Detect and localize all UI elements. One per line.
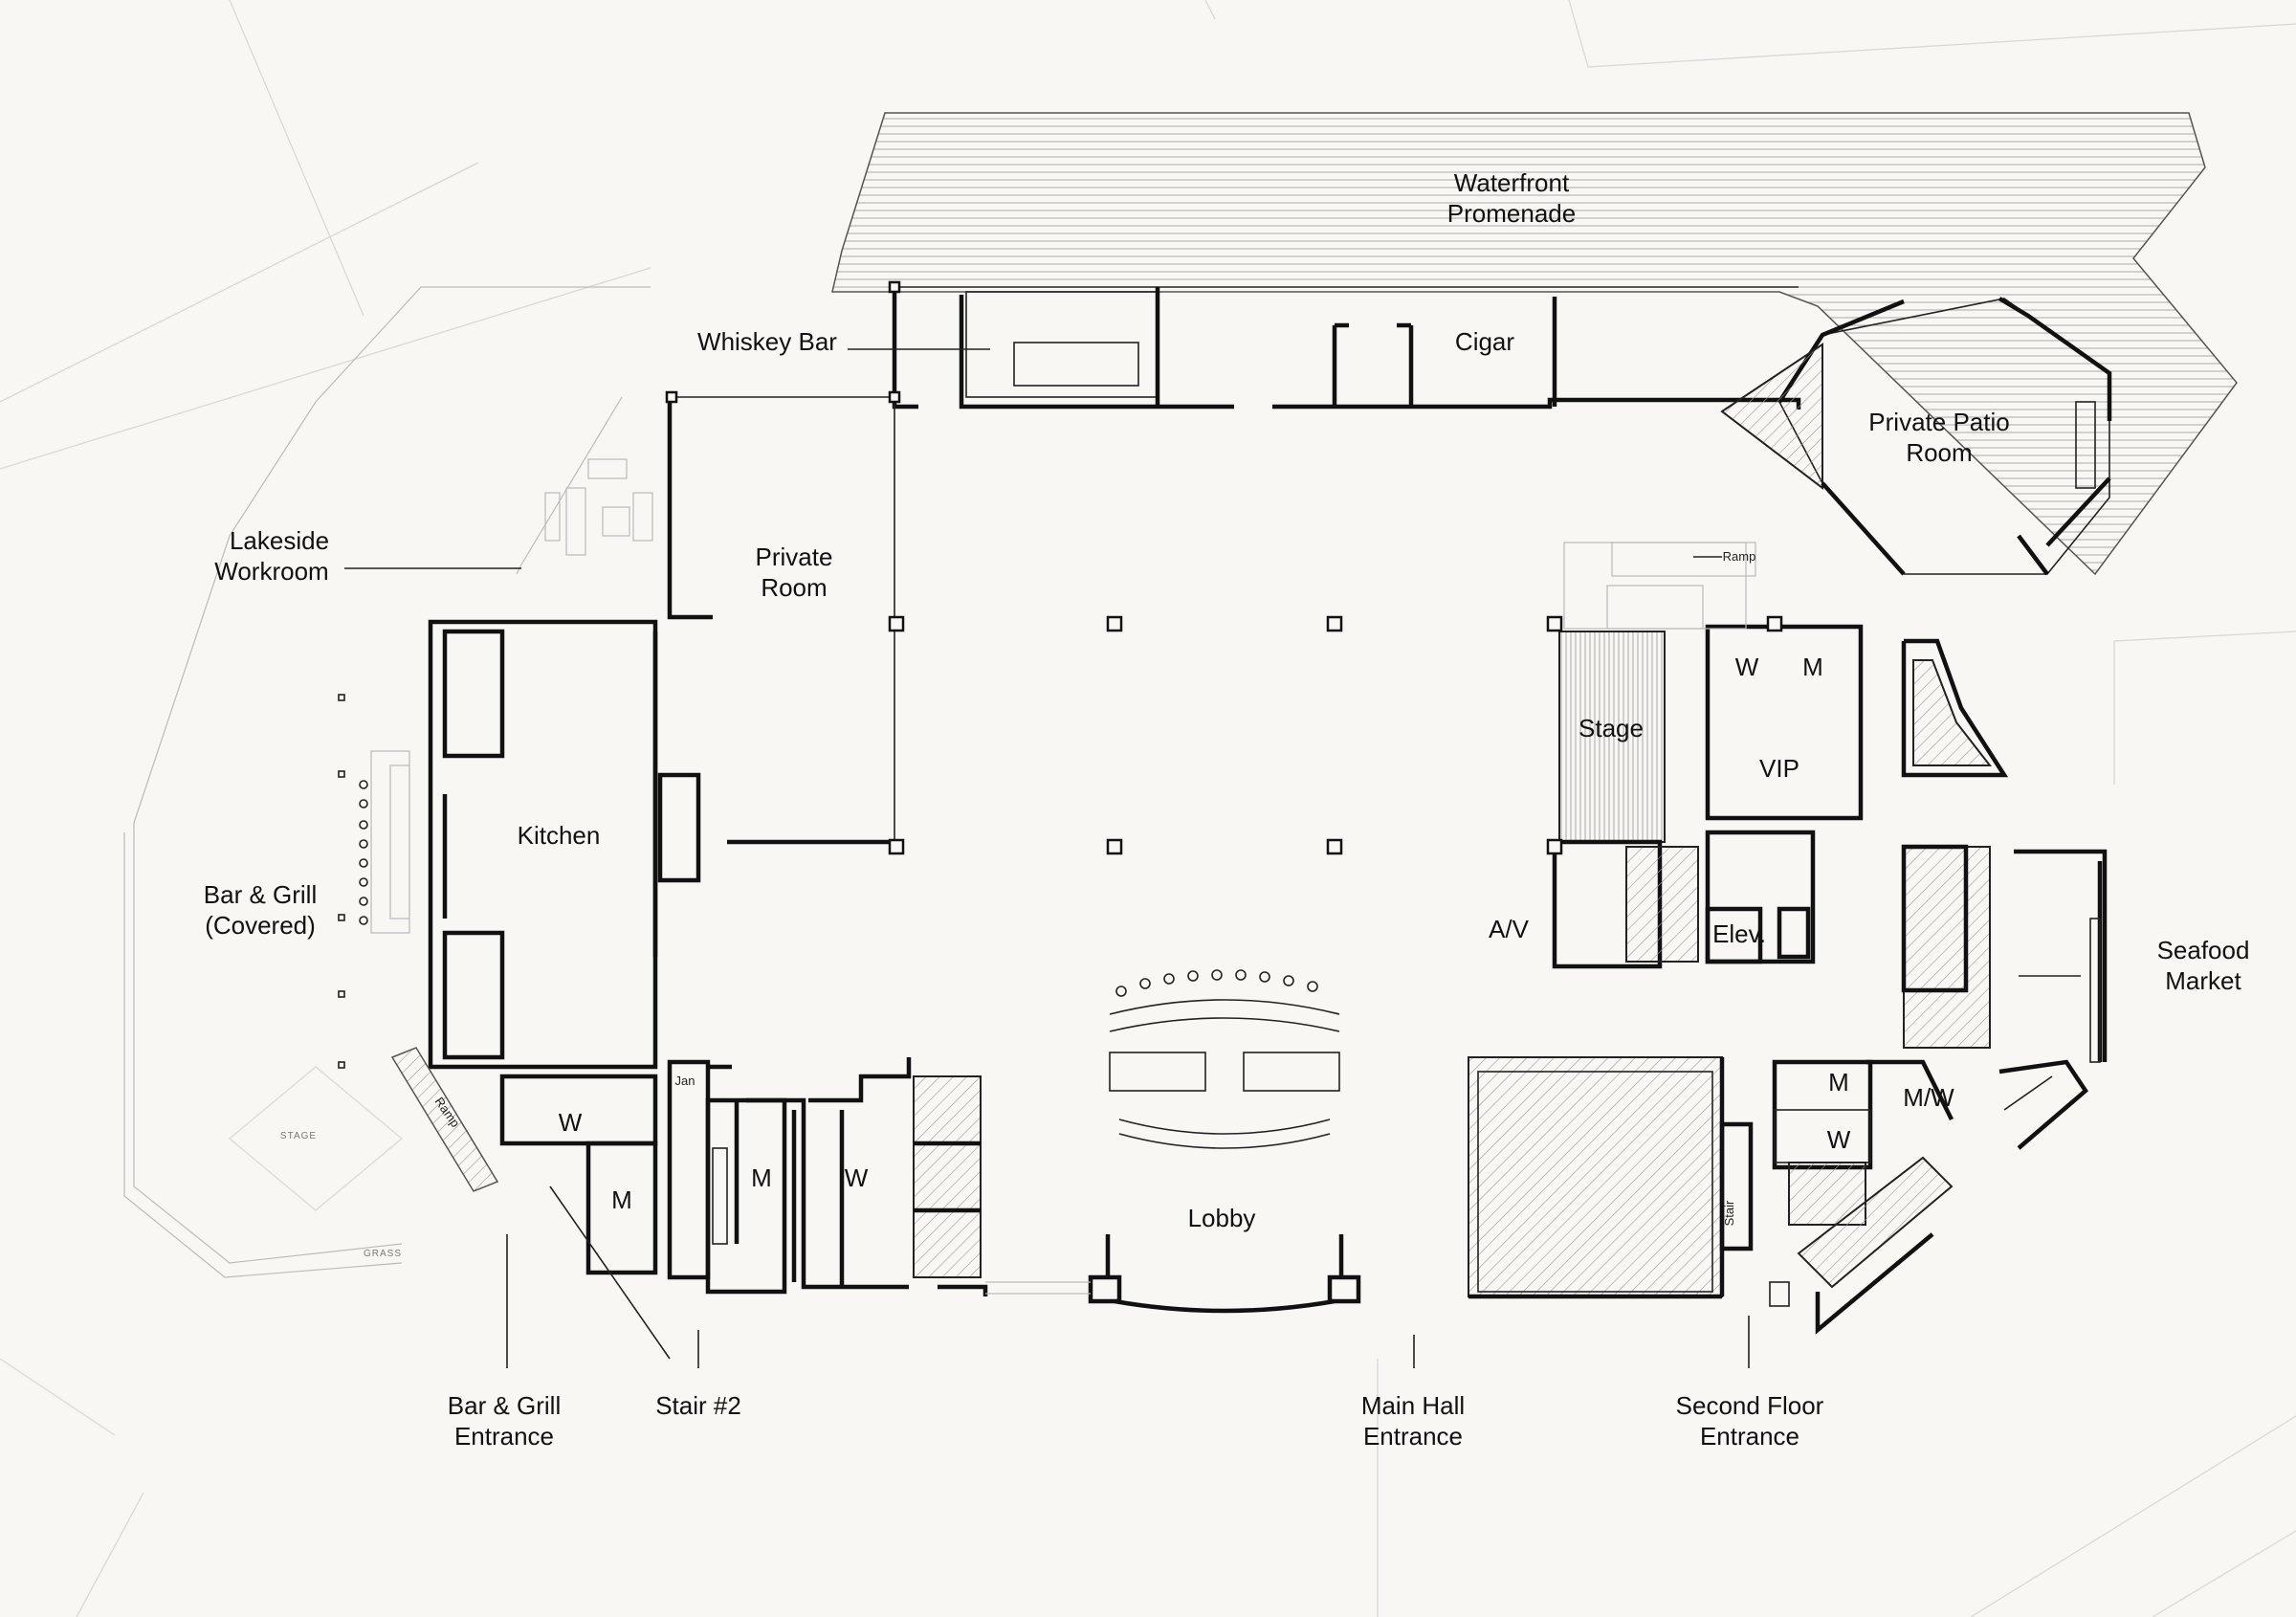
- jan-label: Jan: [675, 1074, 695, 1088]
- kitchen-label: Kitchen: [518, 821, 601, 850]
- structural-columns: [665, 280, 1783, 855]
- stair-small-label: Stair: [1722, 1200, 1736, 1226]
- waterfront-label-2: Promenade: [1447, 199, 1576, 228]
- m-left-label: M: [611, 1185, 632, 1214]
- seafood-market-label-2: Market: [2165, 966, 2241, 995]
- vip-label: VIP: [1759, 754, 1799, 783]
- mw-label: M/W: [1903, 1083, 1954, 1112]
- bar-grill-entrance-label-2: Entrance: [454, 1422, 554, 1451]
- cigar-label: Cigar: [1455, 327, 1514, 356]
- bar-grill-covered-label-1: Bar & Grill: [204, 880, 317, 909]
- stair2-entrance-label: Stair #2: [655, 1391, 741, 1420]
- stage-small-label: STAGE: [280, 1131, 317, 1141]
- lakeside-workroom-label-1: Lakeside: [230, 526, 329, 555]
- workroom-furniture: [544, 458, 653, 556]
- w-right-label: W: [1827, 1125, 1851, 1154]
- grill-bar-counter: [338, 694, 410, 1069]
- waterfront-label-1: Waterfront: [1454, 168, 1570, 197]
- left-ramp: [390, 1047, 499, 1192]
- bar-grill-covered-label-2: (Covered): [205, 911, 316, 940]
- elev-label: Elev.: [1712, 919, 1766, 948]
- room-labels: Waterfront Promenade Whiskey Bar Cigar P…: [204, 168, 2250, 1259]
- m-right-label: M: [1828, 1068, 1849, 1096]
- second-floor-entrance-label-1: Second Floor: [1676, 1391, 1824, 1420]
- main-hall-entrance-label-2: Entrance: [1363, 1422, 1463, 1451]
- ramp-small-label: Ramp: [1723, 549, 1756, 564]
- bar-grill-outline: [133, 286, 651, 1264]
- entrance-labels: Bar & Grill Entrance Stair #2 Main Hall …: [448, 1391, 1824, 1451]
- pointer-lines: [344, 348, 2081, 1368]
- whiskey-bar-label: Whiskey Bar: [697, 327, 837, 356]
- waterfront-deck: [831, 112, 2238, 576]
- w-center-label: W: [845, 1163, 869, 1192]
- av-label: A/V: [1489, 915, 1530, 943]
- lakeside-workroom-label-2: Workroom: [214, 557, 328, 586]
- private-patio-label-2: Room: [1906, 438, 1972, 467]
- private-room-label-2: Room: [761, 573, 827, 602]
- m-center-label: M: [751, 1163, 772, 1192]
- seafood-market-label-1: Seafood: [2157, 936, 2250, 964]
- lobby-seating: [1115, 969, 1318, 997]
- private-patio-label-1: Private Patio: [1868, 408, 2009, 436]
- main-hall-entrance-label-1: Main Hall: [1361, 1391, 1465, 1420]
- w-top-label: W: [1735, 653, 1759, 681]
- m-top-label: M: [1802, 653, 1823, 681]
- grass-label: GRASS: [364, 1249, 402, 1259]
- private-room-label-1: Private: [756, 543, 833, 571]
- w-left-label: W: [559, 1108, 583, 1137]
- lobby-label: Lobby: [1188, 1204, 1256, 1232]
- outdoor-stage: [228, 1066, 404, 1211]
- building-walls: [428, 286, 2112, 1335]
- bar-grill-entrance-label-1: Bar & Grill: [448, 1391, 561, 1420]
- second-floor-entrance-label-2: Entrance: [1700, 1422, 1799, 1451]
- stage-label: Stage: [1578, 714, 1644, 742]
